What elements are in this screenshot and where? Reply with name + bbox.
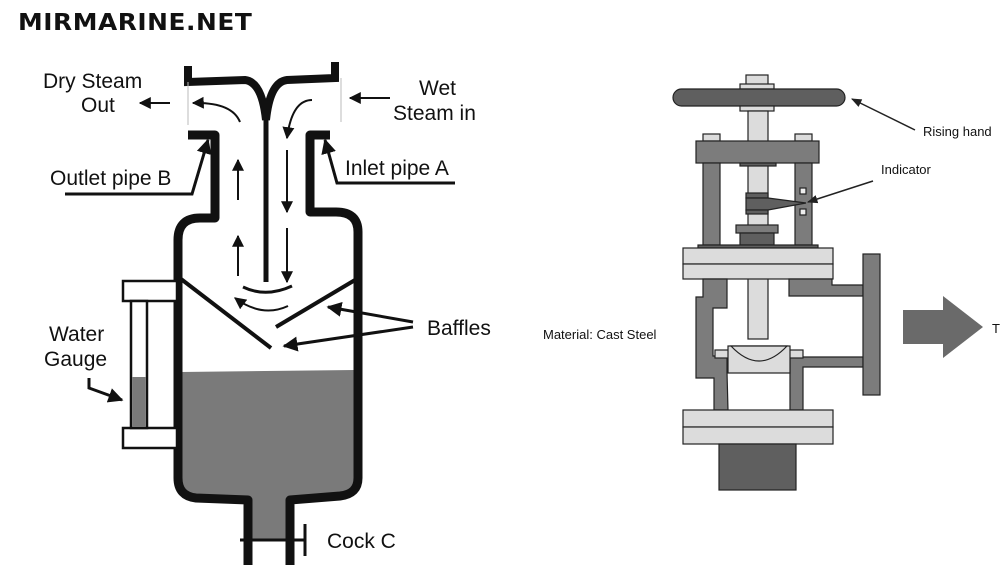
indicator-pointer-line xyxy=(807,180,874,204)
flow-arrow-out xyxy=(191,96,241,123)
inlet-pipe-stub xyxy=(718,443,797,491)
baffle-pointer-2 xyxy=(282,325,414,352)
label-steam-in: Steam in xyxy=(393,102,476,125)
water-gauge-pointer xyxy=(87,378,124,403)
yoke-bolt-left xyxy=(702,133,721,142)
indicator-mark-bottom xyxy=(799,208,807,216)
flow-arrow-in xyxy=(282,99,313,140)
label-gauge: Gauge xyxy=(44,348,107,371)
steam-separator: Dry Steam Out Wet Steam in Outlet pipe B… xyxy=(43,62,491,565)
water-level xyxy=(181,370,355,540)
outlet-flange xyxy=(862,253,881,396)
bottom-flange-bottom xyxy=(682,426,834,445)
label-baffles: Baffles xyxy=(427,317,491,340)
gland-top xyxy=(739,162,777,167)
gland-body xyxy=(739,232,775,246)
valve-body xyxy=(695,278,729,411)
valve-assembly xyxy=(672,74,983,491)
indicator-collar-bottom xyxy=(745,209,769,215)
flow-turn-arc xyxy=(242,284,293,294)
bonnet-flange-bottom xyxy=(682,263,834,280)
yoke-bolt-right xyxy=(794,133,813,142)
top-cover xyxy=(184,62,339,121)
baffle-right xyxy=(274,278,357,329)
gland-flange xyxy=(735,224,779,234)
outlet-pipe-pointer xyxy=(65,138,212,196)
handwheel-pointer xyxy=(851,98,916,131)
label-wet: Wet xyxy=(419,77,456,100)
site-logo: MIRMARINE.NET xyxy=(18,10,253,36)
handwheel-washer-bottom xyxy=(739,105,775,112)
label-rising-handwheel: Rising hand xyxy=(923,124,992,139)
valve-body-right xyxy=(788,278,864,297)
indicator-pointer xyxy=(745,197,807,211)
valve-outlet-passage xyxy=(789,356,864,411)
bottom-flange-top xyxy=(682,409,834,428)
yoke-plate xyxy=(695,140,820,164)
indicator-mark-top xyxy=(799,187,807,195)
handwheel-washer-top xyxy=(739,83,775,90)
label-dry-steam: Dry Steam xyxy=(43,70,142,93)
bonnet-flange-top xyxy=(682,247,834,265)
valve-disc xyxy=(729,345,789,362)
water-gauge xyxy=(121,279,179,450)
indicator-collar-top xyxy=(745,192,769,199)
label-cock: Cock C xyxy=(327,530,396,553)
label-outlet-pipe: Outlet pipe B xyxy=(50,167,171,190)
flow-direction-arrow xyxy=(903,296,983,358)
label-dry-steam-out: Out xyxy=(81,94,115,117)
label-indicator: Indicator xyxy=(881,162,932,177)
rising-handwheel[interactable] xyxy=(672,88,846,107)
label-flow-text: T xyxy=(992,321,1000,336)
vessel-body xyxy=(173,130,363,565)
flow-arrow-return xyxy=(234,297,289,312)
gauge-water-level xyxy=(132,377,146,427)
inlet-pipe-pointer xyxy=(321,138,455,185)
label-inlet-pipe: Inlet pipe A xyxy=(345,157,449,180)
label-material: Material: Cast Steel xyxy=(543,327,657,342)
label-water: Water xyxy=(49,323,104,346)
yoke-pillar-left xyxy=(702,162,721,246)
baffle-pointer-1 xyxy=(326,301,414,324)
baffle-left xyxy=(179,277,273,350)
